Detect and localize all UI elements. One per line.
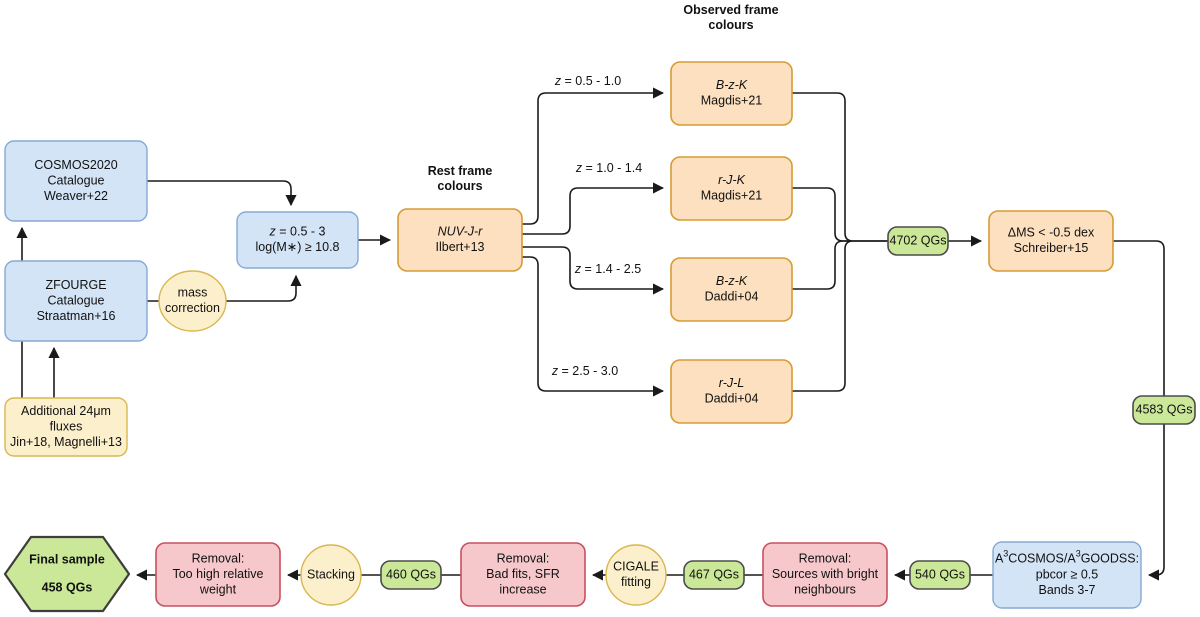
edge-bzk-magdis-to-merge: [792, 92, 888, 242]
node-label: r-J-L: [719, 376, 745, 390]
node-label: Stacking: [307, 567, 355, 581]
node-label: A3COSMOS/A3GOODSS:: [995, 549, 1139, 566]
node-final-sample[interactable]: Final sample 458 QGs: [3, 535, 131, 613]
node-label: COSMOS2020: [34, 158, 117, 172]
node-label: Additional 24μm: [21, 404, 111, 418]
node-label: ΔMS < -0.5 dex: [1008, 226, 1095, 240]
edge-label-z-label-2p5-3p0: z = 2.5 - 3.0: [551, 364, 618, 378]
node-label: weight: [199, 582, 237, 596]
node-label: Schreiber+15: [1014, 241, 1089, 255]
header-observed-frame-colours: Observed frame: [683, 3, 778, 17]
header-observed-frame-colours: colours: [708, 18, 753, 32]
node-bzk-daddi[interactable]: B-z-K Daddi+04: [670, 257, 793, 322]
node-label: Magdis+21: [701, 94, 763, 108]
node-label: Removal:: [799, 551, 852, 565]
node-label: Final sample: [29, 552, 105, 566]
node-label: Sources with bright: [772, 567, 879, 581]
node-count-4583[interactable]: 4583 QGs: [1132, 395, 1196, 425]
node-label: 4583 QGs: [1136, 402, 1193, 416]
node-stacking[interactable]: Stacking: [300, 544, 362, 606]
node-label: increase: [499, 582, 546, 596]
edge-mass-to-zcut: [226, 274, 302, 302]
edge-label-z-label-1p0-1p4: z = 1.0 - 1.4: [575, 161, 642, 175]
edge-cosmos-to-zcut: [147, 180, 297, 207]
node-label: ZFOURGE: [45, 278, 106, 292]
edge-nuvjr-to-rjl-daddi: [522, 256, 665, 397]
node-label: 460 QGs: [386, 567, 436, 581]
header-rest-frame-colours: Rest frame: [428, 164, 493, 178]
node-label: Catalogue: [48, 173, 105, 187]
node-count-467[interactable]: 467 QGs: [683, 560, 745, 590]
node-label: 540 QGs: [915, 567, 965, 581]
node-label: Jin+18, Magnelli+13: [10, 435, 122, 449]
node-count-460[interactable]: 460 QGs: [380, 560, 442, 590]
node-label: B-z-K: [716, 78, 748, 92]
node-label: Bad fits, SFR: [486, 567, 560, 581]
header-rest-frame-colours: colours: [437, 179, 482, 193]
node-label: correction: [165, 301, 220, 315]
edge-rjk-magdis-to-merge: [792, 187, 850, 242]
nodes-group: COSMOS2020CatalogueWeaver+22ZFOURGECatal…: [3, 61, 1196, 613]
node-label: NUV-J-r: [438, 225, 484, 239]
node-label: CIGALE: [613, 560, 659, 574]
node-count-540[interactable]: 540 QGs: [909, 560, 971, 590]
edge-nuvjr-to-bzk-magdis: [522, 87, 665, 225]
node-bzk-magdis[interactable]: B-z-K Magdis+21: [670, 61, 793, 126]
node-label: log(M∗) ≥ 10.8: [255, 240, 339, 254]
node-label: fluxes: [50, 419, 83, 433]
node-label: z = 0.5 - 3: [269, 225, 326, 239]
node-label: pbcor ≥ 0.5: [1036, 567, 1098, 581]
node-label: mass: [178, 286, 208, 300]
node-label: r-J-K: [718, 173, 746, 187]
node-label: B-z-K: [716, 274, 748, 288]
edge-4583-to-a3cosmos: [1147, 424, 1165, 581]
edge-rjl-daddi-to-merge: [792, 240, 888, 392]
edge-label-z-label-0p5-1p0: z = 0.5 - 1.0: [554, 74, 621, 88]
edges-group: [16, 87, 1165, 581]
node-rjl-daddi[interactable]: r-J-L Daddi+04: [670, 359, 793, 424]
node-label: Weaver+22: [44, 189, 108, 203]
edge-nuvjr-to-bzk-daddi: [522, 246, 665, 295]
node-label: Straatman+16: [37, 309, 116, 323]
node-label: neighbours: [794, 582, 856, 596]
node-count-4702[interactable]: 4702 QGs: [887, 226, 949, 256]
node-label: Bands 3-7: [1039, 583, 1096, 597]
node-label: Daddi+04: [705, 392, 759, 406]
node-label: Magdis+21: [701, 189, 763, 203]
node-label: Daddi+04: [705, 290, 759, 304]
node-label: 458 QGs: [42, 580, 93, 594]
node-label: Removal:: [497, 551, 550, 565]
edge-deltams-to-4583: [1113, 240, 1165, 396]
node-label: 4702 QGs: [890, 233, 947, 247]
node-label: Too high relative: [172, 567, 263, 581]
edge-bzk-daddi-to-merge: [792, 240, 850, 290]
node-label: Removal:: [192, 551, 245, 565]
edge-label-z-label-1p4-2p5: z = 1.4 - 2.5: [574, 262, 641, 276]
node-label: Catalogue: [48, 293, 105, 307]
node-rjk-magdis[interactable]: r-J-K Magdis+21: [670, 156, 793, 221]
edge-nuvjr-to-rjk-magdis: [522, 182, 665, 235]
node-label: 467 QGs: [689, 567, 739, 581]
node-label: Ilbert+13: [436, 240, 485, 254]
node-label: fitting: [621, 575, 651, 589]
